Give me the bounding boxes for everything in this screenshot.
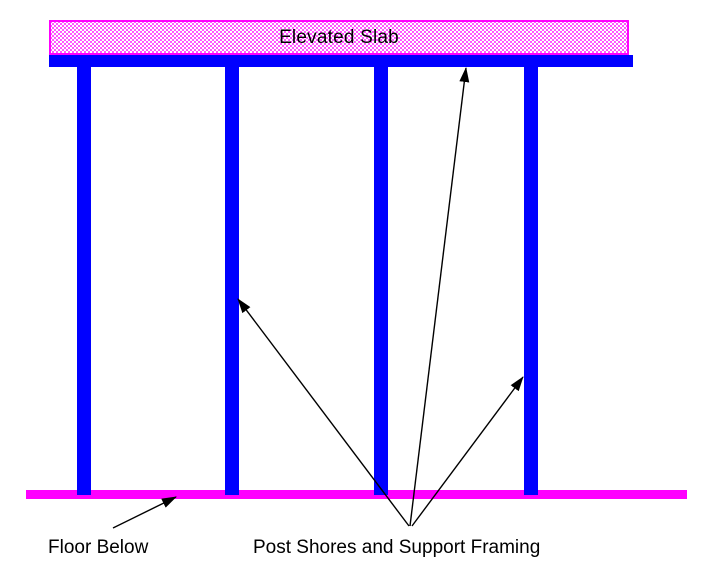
post-shore-1 [77,67,91,495]
arrow-to-support-framing [409,67,470,527]
post-shores-label: Post Shores and Support Framing [253,537,541,558]
elevated-slab-rect: Elevated Slab [49,20,629,55]
post-shore-3 [374,67,388,495]
floor-below-label: Floor Below [48,537,149,558]
arrow-to-floor-below [112,496,177,529]
floor-below-line [26,490,687,499]
post-shore-4 [524,67,538,495]
post-shore-2 [225,67,239,495]
support-framing-beam [49,55,633,67]
elevated-slab-label: Elevated Slab [279,27,399,48]
arrow-to-post-shore-4 [411,376,524,527]
